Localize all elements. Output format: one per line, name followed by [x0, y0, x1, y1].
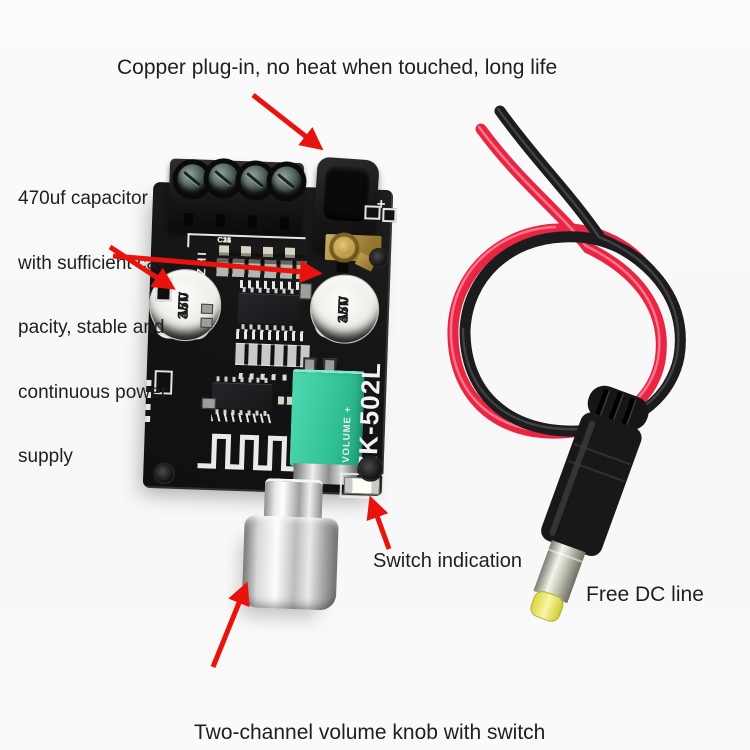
plug-metal-sleeve: [533, 540, 586, 604]
caption-switch-indication: Switch indication: [373, 550, 522, 572]
amplifier-chip: [237, 292, 301, 326]
terminal-screw: [270, 166, 303, 198]
smd-component: [201, 397, 216, 410]
electrolytic-capacitor-right: 470 35V VT: [308, 273, 381, 345]
terminal-screw: [177, 163, 209, 195]
plug-barrel: [541, 412, 642, 556]
smd-component: [200, 317, 213, 329]
caption-free-dc-line: Free DC line: [586, 583, 704, 606]
dc-plug: [530, 385, 649, 622]
pcb-antenna: [197, 433, 313, 472]
capacitor-label: 470 35V VT: [335, 294, 353, 324]
speaker-terminal-block: [167, 158, 305, 236]
terminal-notch: [247, 215, 258, 229]
caption-capacitor: 470uf capacitor with sufficient ca- paci…: [18, 188, 167, 467]
smd-component: [200, 303, 214, 315]
caption-volume-knob: Two-channel volume knob with switch Conv…: [194, 721, 546, 744]
volume-knob: [241, 515, 339, 611]
bluetooth-chip: [211, 382, 273, 411]
terminal-notch: [183, 213, 194, 227]
amplifier-board: + C17 C24 C31 C36 470 35V VT 470 35V: [142, 156, 397, 611]
solder-pad: [364, 205, 381, 220]
caption-copper-plug: Copper plug-in, no heat when touched, lo…: [117, 56, 558, 79]
designator: C36: [217, 235, 232, 245]
terminal-screw: [240, 164, 272, 196]
jack-pin: [336, 262, 349, 273]
volume-silkscreen: VOLUME +: [340, 405, 354, 463]
terminal-notch: [215, 214, 226, 228]
terminal-notch: [279, 216, 290, 230]
smd-component: [299, 283, 312, 300]
capacitor-row: [216, 258, 307, 280]
model-number-silkscreen: ZK-502L: [352, 361, 387, 473]
terminal-screw: [208, 162, 240, 194]
brand-silkscreen: ZHI: [194, 250, 210, 276]
resistor-row: [235, 342, 310, 368]
solder-pad: [382, 207, 397, 223]
strain-relief-ribs: [595, 388, 636, 426]
black-wire: [459, 105, 686, 437]
plug-yellow-tip: [530, 591, 564, 622]
switch-indicator-led: [339, 472, 385, 500]
